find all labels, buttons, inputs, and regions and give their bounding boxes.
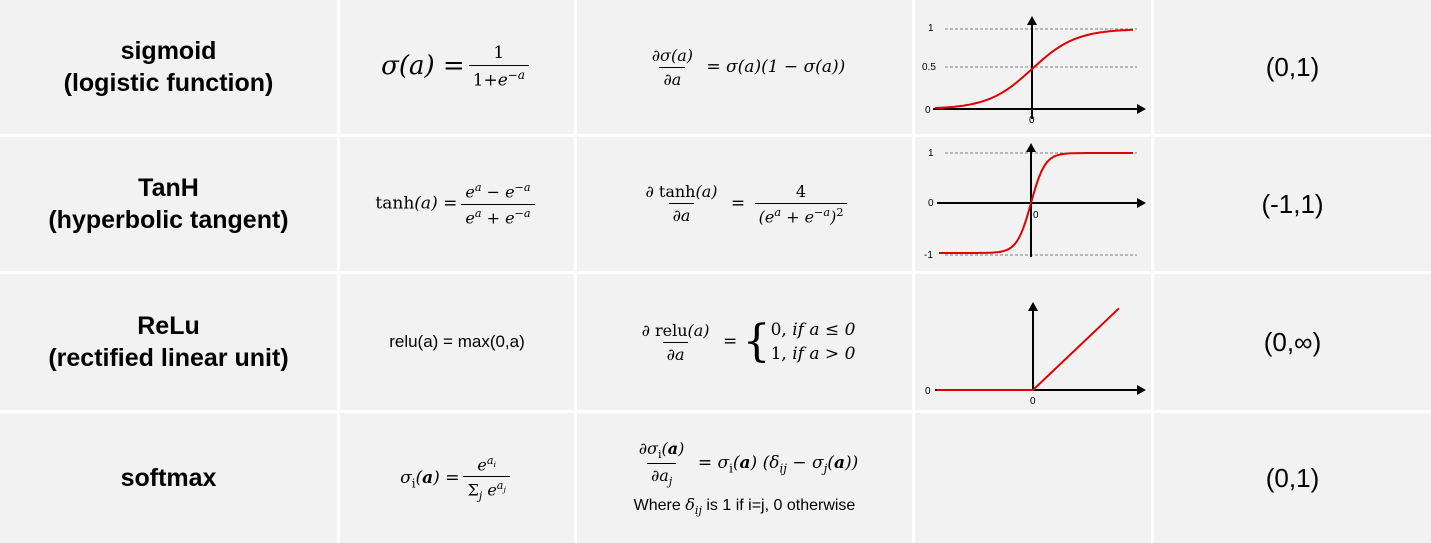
range-relu: (0,∞) xyxy=(1154,274,1431,410)
y-tick-label: 1 xyxy=(928,148,934,159)
name-relu: ReLu (rectified linear unit) xyxy=(0,274,337,410)
x-tick-label: 0 xyxy=(1030,396,1036,407)
x-tick-label: 0 xyxy=(1029,115,1035,126)
name-sigmoid: sigmoid (logistic function) xyxy=(0,0,337,134)
sigmoid-plot: 1 0.5 0 0 xyxy=(922,16,1146,126)
x-axis-arrow xyxy=(1137,104,1146,114)
name-line1: ReLu xyxy=(137,312,200,340)
plot-tanh: 1 0 -1 0 xyxy=(915,137,1151,271)
fraction: ∂ tanh(a)∂a xyxy=(645,182,718,226)
fraction: ∂σ(a)∂a xyxy=(651,45,693,89)
y-tick-label: 0 xyxy=(925,105,931,116)
y-tick-label: 0 xyxy=(925,386,931,397)
y-tick-label: 0.5 xyxy=(922,62,936,73)
range-sigmoid: (0,1) xyxy=(1154,0,1431,134)
plot-relu: 0 0 xyxy=(915,274,1151,410)
name-line2: (rectified linear unit) xyxy=(48,344,289,372)
y-axis-arrow xyxy=(1026,143,1036,152)
relu-plot: 0 0 xyxy=(925,302,1146,407)
name-line1: softmax xyxy=(120,464,217,492)
x-axis-arrow xyxy=(1137,385,1146,395)
x-axis-arrow xyxy=(1137,198,1146,208)
plot-softmax-empty xyxy=(915,413,1151,543)
relu-curve xyxy=(937,307,1120,391)
plot-sigmoid: 1 0.5 0 0 xyxy=(915,0,1151,134)
fraction: ∂ relu(a)∂a xyxy=(641,320,710,364)
y-tick-label: 1 xyxy=(928,23,934,34)
range-softmax: (0,1) xyxy=(1154,413,1431,543)
name-line2: (hyperbolic tangent) xyxy=(48,206,289,234)
name-line2: (logistic function) xyxy=(63,69,274,97)
name-tanh: TanH (hyperbolic tangent) xyxy=(0,137,337,271)
y-axis-arrow xyxy=(1028,302,1038,311)
name-softmax: softmax xyxy=(0,413,337,543)
range-tanh: (-1,1) xyxy=(1154,137,1431,271)
derivative-softmax: ∂σi(a)∂aj = σi(a) (δij − σj(a)) Where δi… xyxy=(577,413,912,543)
y-tick-label: -1 xyxy=(924,250,933,261)
derivative-tanh: ∂ tanh(a)∂a = 4(ea + e−a)2 xyxy=(577,137,912,271)
derivative-sigmoid: ∂σ(a)∂a = σ(a)(1 − σ(a)) xyxy=(577,0,912,134)
tanh-curve xyxy=(939,152,1133,254)
x-tick-label: 0 xyxy=(1033,210,1039,221)
y-axis-arrow xyxy=(1027,16,1037,25)
formula-expression: relu(a) = max(0,a) xyxy=(389,332,525,351)
tanh-plot: 1 0 -1 0 xyxy=(924,143,1146,261)
derivative-expression: ∂σi(a)∂aj = σi(a) (δij − σj(a)) xyxy=(631,439,858,488)
name-line1: sigmoid xyxy=(120,37,217,65)
derivative-expression: ∂ tanh(a)∂a = 4(ea + e−a)2 xyxy=(638,182,852,226)
derivative-expression: ∂σ(a)∂a = σ(a)(1 − σ(a)) xyxy=(644,46,845,89)
name-line1: TanH xyxy=(138,174,199,202)
fraction: ∂σi(a)∂aj xyxy=(638,439,685,489)
fraction: 4(ea + e−a)2 xyxy=(754,182,848,226)
sigmoid-curve xyxy=(934,28,1134,109)
y-tick-label: 0 xyxy=(928,198,934,209)
formula-relu: relu(a) = max(0,a) xyxy=(340,274,574,410)
kronecker-note: Where δij is 1 if i=j, 0 otherwise xyxy=(633,494,856,517)
